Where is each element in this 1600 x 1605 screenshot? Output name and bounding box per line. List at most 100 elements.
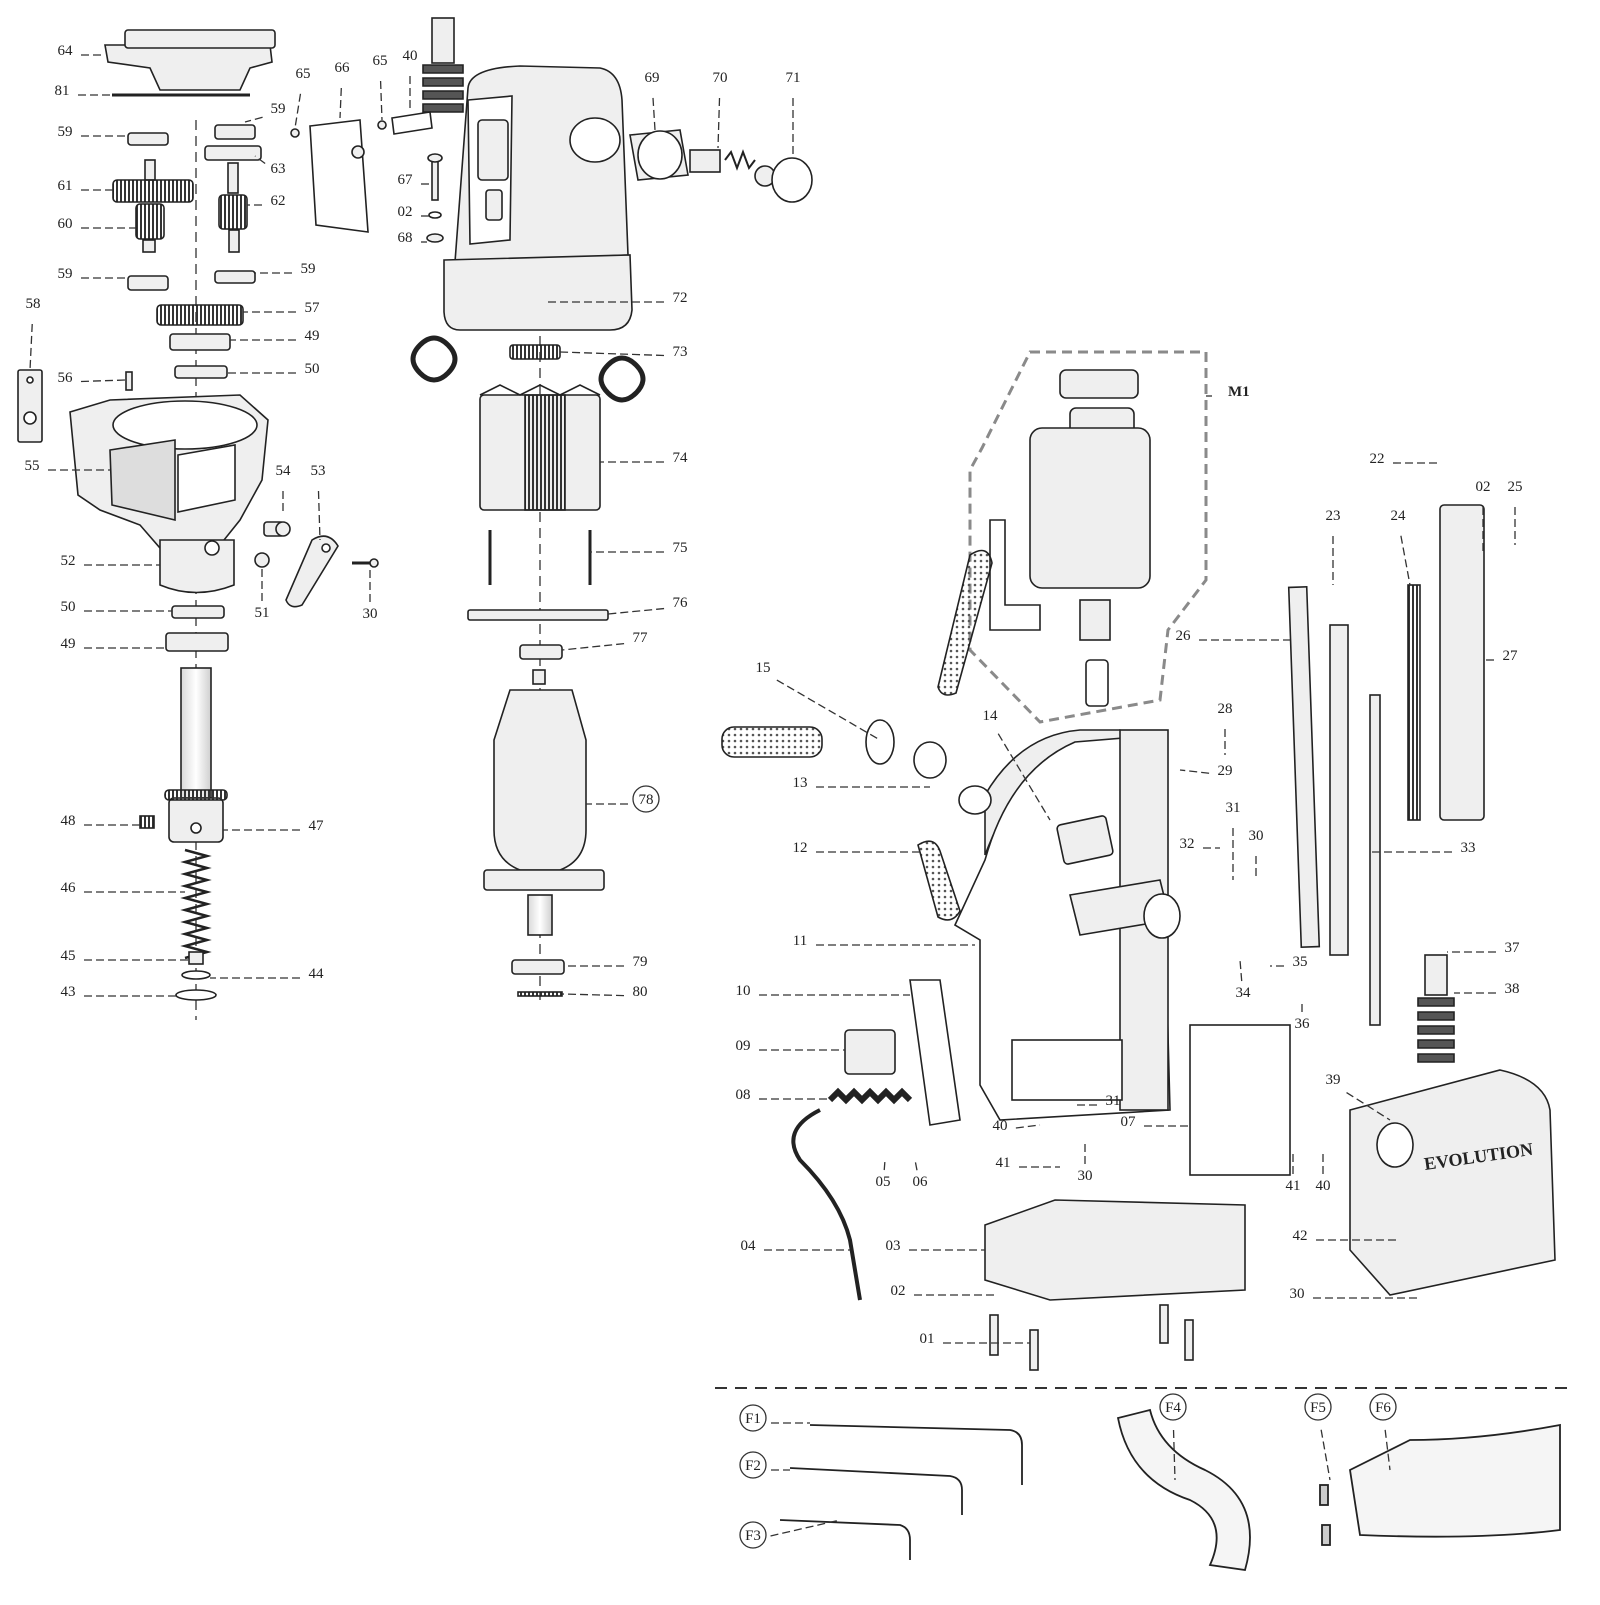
callout-label-75: 75 xyxy=(673,540,688,556)
side-cover-part xyxy=(1349,1069,1556,1296)
callout-label-25: 25 xyxy=(1508,479,1523,495)
callout-circle-F4 xyxy=(1159,1393,1187,1421)
callout-label-41b: 41 xyxy=(1286,1178,1301,1194)
leader-line-F4 xyxy=(1172,1429,1176,1481)
motor-m1-part xyxy=(1029,427,1151,589)
callout-label-48: 48 xyxy=(61,813,76,829)
bearing-part xyxy=(214,124,256,140)
leader-line-76 xyxy=(607,607,665,615)
callout-label-36: 36 xyxy=(1295,1016,1311,1032)
callout-label-59c: 59 xyxy=(58,266,73,282)
hex-key-f1 xyxy=(809,1424,1023,1485)
callout-label-26: 26 xyxy=(1176,628,1192,644)
callout-label-02c: 02 xyxy=(891,1283,906,1299)
callout-label-12: 12 xyxy=(793,840,808,856)
callout-label-30d: 30 xyxy=(1290,1286,1305,1302)
tools-group xyxy=(779,1408,1561,1572)
callout-label-01: 01 xyxy=(920,1331,935,1347)
callout-label-02a: 02 xyxy=(398,204,413,220)
callout-circle-F3 xyxy=(739,1521,767,1549)
spring-part xyxy=(180,848,212,960)
callout-label-F6: F6 xyxy=(1375,1400,1391,1416)
callout-label-31b: 31 xyxy=(1106,1093,1121,1109)
callout-label-35: 35 xyxy=(1293,954,1308,970)
callout-label-33: 33 xyxy=(1461,840,1476,856)
callout-label-06: 06 xyxy=(913,1174,929,1190)
callout-label-59b: 59 xyxy=(271,101,286,117)
callout-label-61: 61 xyxy=(58,178,73,194)
callout-label-78: 78 xyxy=(639,792,654,808)
leader-line-59b xyxy=(244,116,263,123)
leader-line-63 xyxy=(254,155,266,165)
leader-line-65b xyxy=(379,80,383,121)
callout-label-67: 67 xyxy=(398,172,414,188)
callout-label-F3: F3 xyxy=(745,1528,761,1544)
callout-label-14: 14 xyxy=(983,708,999,724)
callout-label-F5: F5 xyxy=(1310,1400,1326,1416)
callout-label-40c: 40 xyxy=(1316,1178,1331,1194)
callout-label-81: 81 xyxy=(55,83,70,99)
callout-label-53: 53 xyxy=(311,463,326,479)
callout-label-63: 63 xyxy=(271,161,286,177)
leader-line-05 xyxy=(883,1159,886,1171)
callout-label-62: 62 xyxy=(271,193,286,209)
callout-label-32: 32 xyxy=(1180,836,1195,852)
leader-line-77 xyxy=(561,642,625,651)
callout-label-30b: 30 xyxy=(1249,828,1264,844)
callout-label-F1: F1 xyxy=(745,1411,761,1427)
callout-label-04: 04 xyxy=(741,1238,757,1254)
bearing-part xyxy=(214,270,256,284)
gearbox-cover-part xyxy=(104,44,273,91)
hex-key-f3 xyxy=(779,1519,911,1560)
callout-circle-F6 xyxy=(1369,1393,1397,1421)
callout-label-64: 64 xyxy=(58,43,74,59)
leader-line-34 xyxy=(1239,959,1243,982)
leader-line-40b xyxy=(1015,1124,1041,1129)
callout-label-08: 08 xyxy=(736,1087,751,1103)
callout-label-34: 34 xyxy=(1236,985,1252,1001)
callout-label-77: 77 xyxy=(633,630,649,646)
leader-line-58 xyxy=(29,323,33,371)
motor-group-m1-border xyxy=(968,350,1208,724)
callout-label-74: 74 xyxy=(673,450,689,466)
callout-label-49a: 49 xyxy=(305,328,320,344)
callout-label-07: 07 xyxy=(1121,1114,1137,1130)
callout-label-50a: 50 xyxy=(305,361,320,377)
callout-label-24: 24 xyxy=(1391,508,1407,524)
hex-key-f2 xyxy=(789,1467,963,1515)
callout-label-50b: 50 xyxy=(61,599,76,615)
leader-line-F5 xyxy=(1320,1429,1331,1481)
callout-label-F2: F2 xyxy=(745,1458,761,1474)
leader-line-15 xyxy=(776,679,881,741)
leader-line-F3 xyxy=(770,1519,841,1537)
motor-assembly xyxy=(290,17,813,1000)
callout-label-51: 51 xyxy=(255,605,270,621)
leader-line-14 xyxy=(997,733,1051,821)
drill-stand-assembly: EVOLUTION xyxy=(721,350,1556,1371)
callout-label-03: 03 xyxy=(886,1238,901,1254)
leader-line-80 xyxy=(561,993,625,997)
callout-label-42: 42 xyxy=(1293,1228,1308,1244)
callout-circle-F1 xyxy=(739,1404,767,1432)
callout-label-M1: M1 xyxy=(1228,384,1250,400)
callout-circle-F5 xyxy=(1304,1393,1332,1421)
callout-label-47: 47 xyxy=(309,818,325,834)
armature-part xyxy=(493,689,587,871)
callout-circle-F2 xyxy=(739,1451,767,1479)
magnet-base-part xyxy=(1189,1024,1291,1176)
callout-label-66: 66 xyxy=(335,60,351,76)
leader-line-73 xyxy=(559,351,665,357)
callout-label-65a: 65 xyxy=(296,66,311,82)
leader-line-39 xyxy=(1346,1091,1391,1121)
gearbox-assembly xyxy=(17,29,379,1020)
callout-label-59d: 59 xyxy=(301,261,316,277)
locking-lever-part xyxy=(285,535,339,608)
callout-label-40b: 40 xyxy=(993,1118,1008,1134)
callout-label-09: 09 xyxy=(736,1038,751,1054)
leader-line-24 xyxy=(1400,535,1411,586)
callout-label-28: 28 xyxy=(1218,701,1233,717)
callout-leaders xyxy=(29,54,1516,1537)
callout-label-44: 44 xyxy=(309,966,325,982)
